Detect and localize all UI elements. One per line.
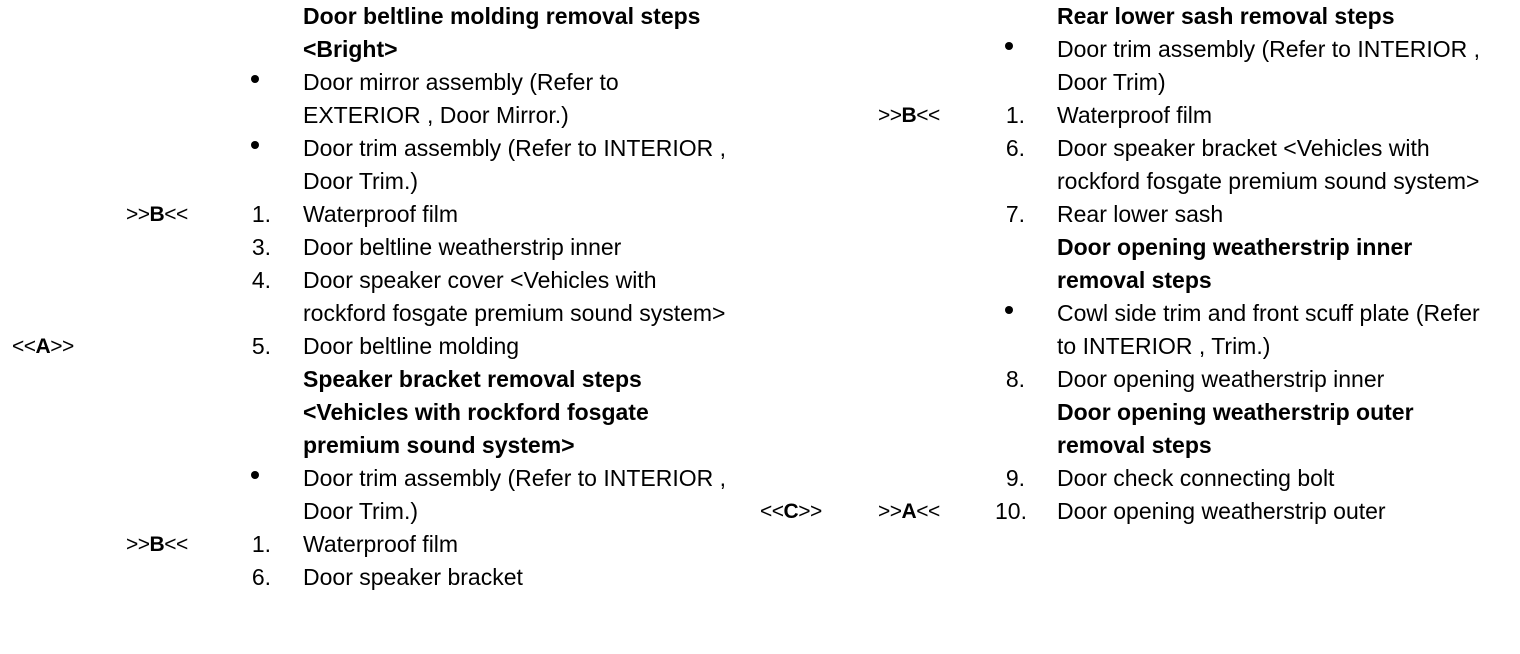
step-row: Door trim assembly (Refer to INTERIOR , …: [760, 33, 1520, 99]
step-row: 6. Door speaker bracket <Vehicles with ro…: [760, 132, 1520, 198]
step-number-value: 3.: [251, 234, 271, 260]
bullet-icon: [241, 66, 303, 99]
bullet-dot-icon: [1005, 42, 1013, 50]
step-number-value: 10.: [995, 498, 1027, 524]
step-text: Door trim assembly (Refer to INTERIOR , …: [303, 465, 733, 524]
step-row: >>B<< 1. Waterproof film: [0, 198, 760, 231]
step-number-value: 6.: [251, 564, 271, 590]
step-row: Speaker bracket removal steps <Vehicles …: [0, 363, 760, 462]
step-number: 6.: [241, 561, 303, 594]
bullet-dot-icon: [251, 75, 259, 83]
step-row: 4. Door speaker cover <Vehicles with rock…: [0, 264, 760, 330]
step-row: Rear lower sash removal steps: [760, 0, 1520, 33]
section-heading: Rear lower sash removal steps: [1057, 3, 1395, 29]
bullet-icon: [995, 297, 1057, 330]
step-text: Door beltline weatherstrip inner: [303, 234, 622, 260]
step-text: Door speaker bracket <Vehicles with rock…: [1057, 135, 1480, 194]
section-heading: Door beltline molding removal steps <Bri…: [303, 3, 707, 62]
step-text: Door check connecting bolt: [1057, 465, 1335, 491]
step-row: Door trim assembly (Refer to INTERIOR , …: [0, 132, 760, 198]
step-row: Door opening weatherstrip inner removal …: [760, 231, 1520, 297]
step-row: Cowl side trim and front scuff plate (Re…: [760, 297, 1520, 363]
step-number-value: 8.: [1005, 366, 1025, 392]
step-row: 6. Door speaker bracket: [0, 561, 760, 594]
section-tag[interactable]: <<C>>: [760, 500, 822, 523]
section-heading: Door opening weatherstrip inner removal …: [1057, 234, 1419, 293]
step-number: 10.: [995, 495, 1057, 528]
section-heading: Door opening weatherstrip outer removal …: [1057, 399, 1420, 458]
bullet-dot-icon: [251, 471, 259, 479]
step-row: 7. Rear lower sash: [760, 198, 1520, 231]
step-number: 4.: [241, 264, 303, 297]
step-number: 1.: [241, 528, 303, 561]
step-number: 1.: [995, 99, 1057, 132]
reference-tag[interactable]: >>B<<: [126, 203, 188, 226]
step-text: Door mirror assembly (Refer to EXTERIOR …: [303, 69, 626, 128]
step-text: Waterproof film: [303, 531, 459, 557]
step-text: Door opening weatherstrip outer: [1057, 498, 1386, 524]
bullet-icon: [241, 462, 303, 495]
step-number-value: 4.: [251, 267, 271, 293]
step-text: Door speaker bracket: [303, 564, 523, 590]
step-text: Door trim assembly (Refer to INTERIOR , …: [1057, 36, 1487, 95]
step-row: >>B<< 1. Waterproof film: [760, 99, 1520, 132]
step-number: 6.: [995, 132, 1057, 165]
step-row: Door mirror assembly (Refer to EXTERIOR …: [0, 66, 760, 132]
step-text: Waterproof film: [1057, 102, 1213, 128]
step-text: Door trim assembly (Refer to INTERIOR , …: [303, 135, 733, 194]
step-number-value: 1.: [251, 531, 271, 557]
step-row: <<C>> >>A<< 10. Door opening weatherstrip o…: [760, 495, 1520, 528]
step-number: 7.: [995, 198, 1057, 231]
step-text: Cowl side trim and front scuff plate (Re…: [1057, 300, 1487, 359]
reference-tag[interactable]: >>A<<: [878, 500, 940, 523]
step-number: 3.: [241, 231, 303, 264]
step-text: Door opening weatherstrip inner: [1057, 366, 1385, 392]
section-tag[interactable]: <<A>>: [12, 335, 74, 358]
step-row: Door beltline molding removal steps <Bri…: [0, 0, 760, 66]
bullet-dot-icon: [251, 141, 259, 149]
step-text: Rear lower sash: [1057, 201, 1224, 227]
step-number-value: 9.: [1005, 465, 1025, 491]
step-row: >>B<< 1. Waterproof film: [0, 528, 760, 561]
reference-tag[interactable]: >>B<<: [126, 533, 188, 556]
reference-tag[interactable]: >>B<<: [878, 104, 940, 127]
step-number-value: 7.: [1005, 201, 1025, 227]
step-row: Door trim assembly (Refer to INTERIOR , …: [0, 462, 760, 528]
step-number: 8.: [995, 363, 1057, 396]
step-text: Door beltline molding: [303, 333, 520, 359]
step-number: 5.: [241, 330, 303, 363]
section-heading: Speaker bracket removal steps <Vehicles …: [303, 366, 656, 458]
step-row: <<A>> 5. Door beltline molding: [0, 330, 760, 363]
step-text: Door speaker cover <Vehicles with rockfo…: [303, 267, 726, 326]
step-number: 1.: [241, 198, 303, 231]
step-text: Waterproof film: [303, 201, 459, 227]
left-column: Door beltline molding removal steps <Bri…: [0, 0, 760, 594]
step-number-value: 6.: [1005, 135, 1025, 161]
step-row: 9. Door check connecting bolt: [760, 462, 1520, 495]
step-number-value: 1.: [1005, 102, 1025, 128]
bullet-icon: [995, 33, 1057, 66]
step-number: 9.: [995, 462, 1057, 495]
bullet-dot-icon: [1005, 306, 1013, 314]
step-row: 3. Door beltline weatherstrip inner: [0, 231, 760, 264]
bullet-icon: [241, 132, 303, 165]
step-number-value: 1.: [251, 201, 271, 227]
step-row: 8. Door opening weatherstrip inner: [760, 363, 1520, 396]
step-number-value: 5.: [251, 333, 271, 359]
step-row: Door opening weatherstrip outer removal …: [760, 396, 1520, 462]
